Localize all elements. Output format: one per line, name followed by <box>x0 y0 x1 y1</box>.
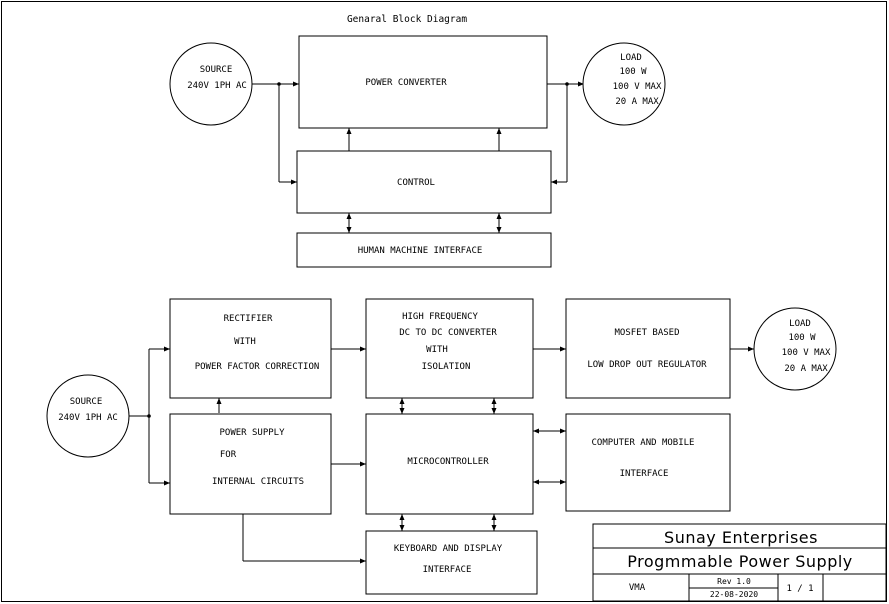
power-converter-label: POWER CONVERTER <box>365 78 447 88</box>
author-initials: VMA <box>629 583 646 593</box>
mosfet-line1: MOSFET BASED <box>614 328 679 338</box>
hf-converter-line3: WITH <box>426 345 448 355</box>
bottom-load-voltage: 100 V MAX <box>782 348 831 358</box>
top-source-label: SOURCE <box>200 65 233 75</box>
hf-converter-line2: DC TO DC CONVERTER <box>399 328 497 338</box>
bottom-source-spec: 240V 1PH AC <box>58 413 118 423</box>
control-label: CONTROL <box>397 178 435 188</box>
bottom-load-power: 100 W <box>788 333 816 343</box>
rectifier-with: WITH <box>234 337 256 347</box>
rectifier-pfc: POWER FACTOR CORRECTION <box>195 362 320 372</box>
computer-interface-line1: COMPUTER AND MOBILE <box>592 438 695 448</box>
computer-interface-block: COMPUTER AND MOBILE INTERFACE <box>565 413 731 512</box>
top-load-voltage: 100 V MAX <box>613 82 662 92</box>
top-source-spec: 240V 1PH AC <box>187 81 247 91</box>
top-load-current: 20 A MAX <box>615 97 659 107</box>
microcontroller-label: MICROCONTROLLER <box>407 457 489 467</box>
bottom-source-node: SOURCE 240V 1PH AC <box>46 374 130 458</box>
top-diagram: SOURCE 240V 1PH AC POWER CONVERTER LOAD … <box>169 35 666 268</box>
hmi-label: HUMAN MACHINE INTERFACE <box>358 246 483 256</box>
bottom-source-label: SOURCE <box>70 397 103 407</box>
bottom-diagram: RECTIFIER WITH POWER FACTOR CORRECTION H… <box>46 298 837 595</box>
title-block: Sunay Enterprises Progmmable Power Suppl… <box>592 523 887 602</box>
keyboard-display-block: KEYBOARD AND DISPLAY INTERFACE <box>365 530 538 595</box>
power-converter-block: POWER CONVERTER <box>298 35 548 129</box>
rectifier-block: RECTIFIER WITH POWER FACTOR CORRECTION <box>169 298 332 399</box>
diagram-title: Genaral Block Diagram <box>347 14 467 25</box>
mosfet-regulator-block: MOSFET BASED LOW DROP OUT REGULATOR <box>565 298 731 399</box>
sheet-number: 1 / 1 <box>786 584 813 594</box>
hf-converter-line1: HIGH FREQUENCY <box>402 312 478 322</box>
mosfet-line2: LOW DROP OUT REGULATOR <box>587 360 707 370</box>
hf-converter-line4: ISOLATION <box>422 362 471 372</box>
microcontroller-block: MICROCONTROLLER <box>365 413 534 515</box>
power-supply-line3: INTERNAL CIRCUITS <box>212 477 304 487</box>
power-supply-line2: FOR <box>220 450 237 460</box>
bottom-load-label: LOAD <box>789 319 811 329</box>
bottom-load-current: 20 A MAX <box>784 364 828 374</box>
control-block: CONTROL <box>296 150 552 214</box>
revision-number: Rev 1.0 <box>717 577 751 586</box>
company-name: Sunay Enterprises <box>664 528 818 547</box>
hf-converter-block: HIGH FREQUENCY DC TO DC CONVERTER WITH I… <box>365 298 534 399</box>
product-name: Progmmable Power Supply <box>627 552 853 571</box>
keyboard-line1: KEYBOARD AND DISPLAY <box>394 544 503 554</box>
power-supply-block: POWER SUPPLY FOR INTERNAL CIRCUITS <box>169 413 332 515</box>
computer-interface-line2: INTERFACE <box>620 469 669 479</box>
rectifier-label: RECTIFIER <box>224 314 273 324</box>
revision-date: 22-08-2020 <box>710 590 758 599</box>
hmi-block: HUMAN MACHINE INTERFACE <box>296 232 552 268</box>
keyboard-line2: INTERFACE <box>423 565 472 575</box>
top-load-power: 100 W <box>619 67 647 77</box>
top-load-node: LOAD 100 W 100 V MAX 20 A MAX <box>582 42 666 126</box>
power-supply-line1: POWER SUPPLY <box>219 428 285 438</box>
top-load-label: LOAD <box>620 53 642 63</box>
bottom-load-node: LOAD 100 W 100 V MAX 20 A MAX <box>753 307 837 391</box>
top-source-node: SOURCE 240V 1PH AC <box>169 42 253 126</box>
